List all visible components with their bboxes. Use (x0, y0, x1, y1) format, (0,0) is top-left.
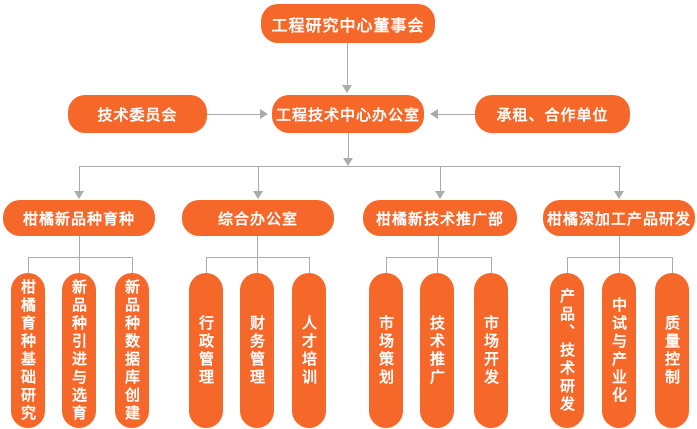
node-tech-committee-label: 技术委员会 (97, 105, 178, 124)
sub-item: 行政管理 (189, 273, 223, 428)
sub-item-label: 质量控制 (663, 314, 681, 387)
connector-group3-drop (438, 236, 439, 257)
arrow-down-icon (614, 191, 624, 199)
connector-group1-bar (28, 257, 132, 258)
connector-partners-office (438, 114, 475, 115)
sub-item-label: 市场开发 (482, 314, 500, 387)
connector-stub (672, 257, 673, 273)
arrow-right-icon (260, 109, 268, 119)
connector-stub (309, 257, 310, 273)
node-board: 工程研究中心董事会 (261, 4, 435, 43)
sub-item: 柑橘育种基础研究 (11, 273, 45, 428)
connector-stub (386, 257, 387, 273)
arrow-down-icon (343, 158, 353, 166)
sub-item: 财务管理 (240, 273, 274, 428)
sub-item: 技术推广 (420, 273, 454, 428)
sub-item-label: 人才培训 (300, 314, 318, 387)
connector-stub (619, 257, 620, 273)
sub-item-label: 柑橘育种基础研究 (19, 278, 37, 423)
connector-group3-bar (386, 257, 491, 258)
sub-item-label: 新品种数据库创建 (123, 278, 141, 423)
sub-item: 市场策划 (369, 273, 403, 428)
connector-stub (567, 257, 568, 273)
connector-dept-4 (619, 166, 620, 191)
arrow-down-icon (253, 191, 263, 199)
arrow-down-icon (74, 191, 84, 199)
sub-item: 质量控制 (655, 273, 689, 428)
node-dept-processing-label: 柑橘深加工产品研发 (546, 209, 691, 228)
connector-group2-drop (257, 236, 258, 257)
node-dept-breeding-label: 柑橘新品种育种 (22, 209, 135, 228)
connector-dept-1 (79, 166, 80, 191)
sub-item-label: 财务管理 (248, 314, 266, 387)
sub-item: 人才培训 (292, 273, 326, 428)
node-center-office: 工程技术中心办公室 (272, 95, 424, 133)
connector-stub (257, 257, 258, 273)
node-partners: 承租、合作单位 (475, 95, 630, 133)
connector-group1-drop (79, 236, 80, 257)
arrow-left-icon (430, 109, 438, 119)
arrow-down-icon (342, 85, 352, 93)
node-dept-general-office: 综合办公室 (182, 200, 334, 236)
connector-stub (79, 257, 80, 273)
distribution-line (79, 166, 621, 167)
connector-stub (491, 257, 492, 273)
arrow-down-icon (435, 191, 445, 199)
connector-stub (437, 257, 438, 273)
node-dept-promotion: 柑橘新技术推广部 (363, 200, 517, 236)
connector-root-office (347, 43, 348, 85)
connector-stub (206, 257, 207, 273)
sub-item: 市场开发 (474, 273, 508, 428)
connector-stub (132, 257, 133, 273)
node-partners-label: 承租、合作单位 (496, 105, 609, 124)
node-center-office-label: 工程技术中心办公室 (275, 105, 420, 124)
node-dept-processing: 柑橘深加工产品研发 (543, 200, 695, 236)
sub-item-label: 行政管理 (197, 314, 215, 387)
node-dept-general-office-label: 综合办公室 (217, 209, 298, 228)
connector-dept-3 (440, 166, 441, 191)
sub-item-label: 技术推广 (428, 314, 446, 387)
connector-stub (28, 257, 29, 273)
connector-dept-2 (258, 166, 259, 191)
node-dept-promotion-label: 柑橘新技术推广部 (375, 209, 504, 228)
connector-office-drop (348, 133, 349, 159)
connector-committee-office (207, 114, 260, 115)
node-board-label: 工程研究中心董事会 (271, 15, 425, 35)
sub-item: 新品种数据库创建 (115, 273, 149, 428)
sub-item-label: 市场策划 (377, 314, 395, 387)
connector-group4-drop (619, 236, 620, 257)
sub-item: 新品种引进与选育 (62, 273, 96, 428)
sub-item-label: 新品种引进与选育 (70, 278, 88, 423)
sub-item-label: 产品、技术研发 (558, 287, 576, 414)
node-tech-committee: 技术委员会 (68, 95, 207, 133)
node-dept-breeding: 柑橘新品种育种 (3, 200, 155, 236)
sub-item-label: 中试与产业化 (610, 296, 628, 405)
sub-item: 中试与产业化 (602, 273, 636, 428)
sub-item: 产品、技术研发 (550, 273, 584, 428)
